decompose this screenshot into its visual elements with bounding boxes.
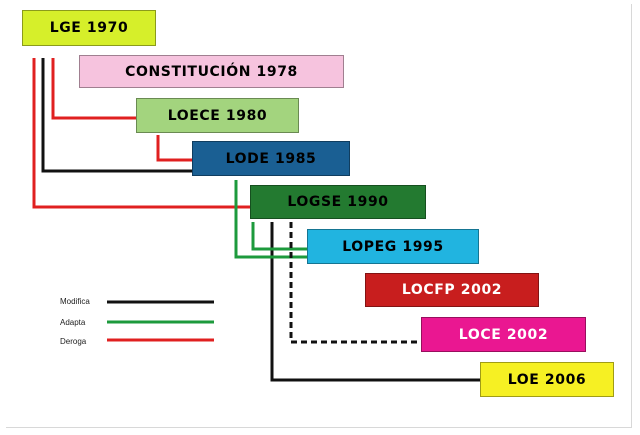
node-lopeg-1995: LOPEG 1995 <box>307 229 479 264</box>
node-loece-1980: LOECE 1980 <box>136 98 299 133</box>
connector-deroga-loece-lode <box>156 135 192 162</box>
node-logse-1990: LOGSE 1990 <box>250 185 426 219</box>
legend-label-deroga: Deroga <box>60 337 87 346</box>
connector-deroga-lge-logse <box>32 58 250 209</box>
node-locfp-2002: LOCFP 2002 <box>365 273 539 307</box>
connector-modifica-logse-loe <box>270 222 480 382</box>
connector-adapta-lode-lopeg <box>234 180 307 259</box>
node-lode-1985: LODE 1985 <box>192 141 350 176</box>
diagram-frame <box>6 4 632 428</box>
legend-label-adapta: Adapta <box>60 318 86 327</box>
connector-modifica-lge-lode <box>41 58 192 173</box>
node-loe-2006: LOE 2006 <box>480 362 614 397</box>
connector-deroga-lge-loece <box>51 58 136 120</box>
node-constitucion-1978: CONSTITUCIÓN 1978 <box>79 55 344 88</box>
connector-adapta-logse-lopeg <box>251 222 307 251</box>
connector-dashed-logse-loce <box>289 222 421 344</box>
legend-label-modifica: Modifica <box>60 297 90 306</box>
node-lge-1970: LGE 1970 <box>22 10 156 46</box>
node-loce-2002: LOCE 2002 <box>421 317 586 352</box>
